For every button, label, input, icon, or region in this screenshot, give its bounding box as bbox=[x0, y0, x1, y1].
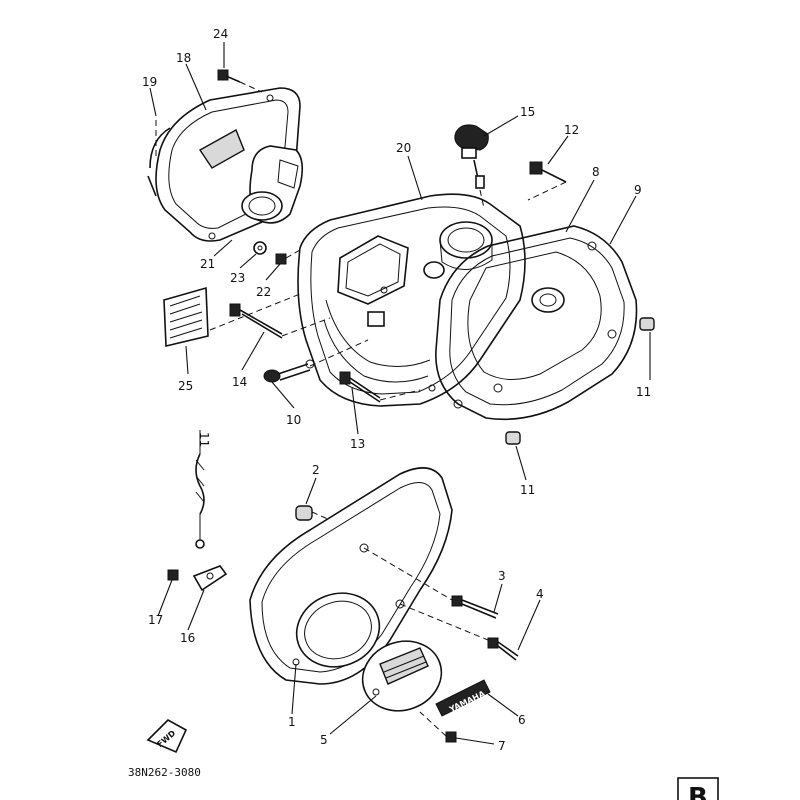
part-8-9-gasket bbox=[435, 225, 638, 421]
part-17-screw bbox=[167, 569, 179, 581]
callout-11-cable: 11 bbox=[197, 432, 211, 447]
leader-lines bbox=[149, 42, 651, 745]
part-3-bolt bbox=[451, 595, 499, 619]
callout-24: 24 bbox=[213, 27, 228, 41]
callout-16: 16 bbox=[180, 631, 195, 645]
part-18-upper-cover bbox=[155, 87, 304, 242]
part-16-clamp bbox=[192, 565, 228, 592]
part-11-cable bbox=[195, 430, 205, 549]
part-15-oil-filler-cap bbox=[454, 124, 489, 189]
callout-15: 15 bbox=[520, 105, 535, 119]
callout-13: 13 bbox=[350, 437, 365, 451]
callout-22: 22 bbox=[256, 285, 271, 299]
part-4-bolt bbox=[487, 637, 519, 661]
part-25-plate bbox=[163, 286, 209, 348]
part-1-lower-cover bbox=[249, 467, 453, 685]
callout-12: 12 bbox=[564, 123, 579, 137]
callout-17: 17 bbox=[148, 613, 163, 627]
callout-3: 3 bbox=[498, 569, 506, 583]
part-19-gasket bbox=[147, 127, 171, 197]
page-letter-box: B bbox=[677, 777, 719, 800]
part-14-bolt bbox=[229, 303, 283, 339]
callout-11-upper: 11 bbox=[636, 385, 651, 399]
callout-5: 5 bbox=[320, 733, 328, 747]
callout-23: 23 bbox=[230, 271, 245, 285]
part-2-dowel bbox=[295, 505, 313, 521]
callout-2: 2 bbox=[312, 463, 320, 477]
callout-7: 7 bbox=[498, 739, 506, 753]
callout-25: 25 bbox=[178, 379, 193, 393]
callout-8: 8 bbox=[592, 165, 600, 179]
part-20-crankcase-cover bbox=[297, 193, 526, 407]
callout-19: 19 bbox=[142, 75, 157, 89]
callout-9: 9 bbox=[634, 183, 642, 197]
part-11-dowel-upper bbox=[639, 317, 655, 331]
part-7-screw bbox=[445, 731, 457, 743]
callout-14: 14 bbox=[232, 375, 247, 389]
callouts: 24 18 19 15 12 20 8 9 21 23 22 11 11 11 … bbox=[142, 27, 651, 753]
part-13-bolt bbox=[339, 371, 381, 403]
callout-4: 4 bbox=[536, 587, 544, 601]
callout-11-lower: 11 bbox=[520, 483, 535, 497]
fwd-arrow: FWD bbox=[146, 719, 188, 754]
callout-10: 10 bbox=[286, 413, 301, 427]
callout-20: 20 bbox=[396, 141, 411, 155]
callout-6: 6 bbox=[518, 713, 526, 727]
callout-18: 18 bbox=[176, 51, 191, 65]
part-6-emblem: YAMAHA bbox=[435, 679, 491, 717]
part-11-dowel-lower bbox=[505, 431, 521, 445]
callout-21: 21 bbox=[200, 257, 215, 271]
part-23-washer bbox=[253, 241, 267, 255]
page-letter: B bbox=[688, 783, 708, 800]
callout-1: 1 bbox=[288, 715, 296, 729]
part-12-bolt bbox=[529, 161, 567, 183]
part-24-screw bbox=[217, 69, 241, 83]
alignment-lines bbox=[155, 81, 567, 737]
drawing-code: 38N262-3080 bbox=[128, 766, 201, 779]
part-22-nut bbox=[275, 253, 287, 265]
part-10-drain-bolt bbox=[263, 359, 315, 383]
part-5-cover-plate bbox=[361, 640, 443, 712]
